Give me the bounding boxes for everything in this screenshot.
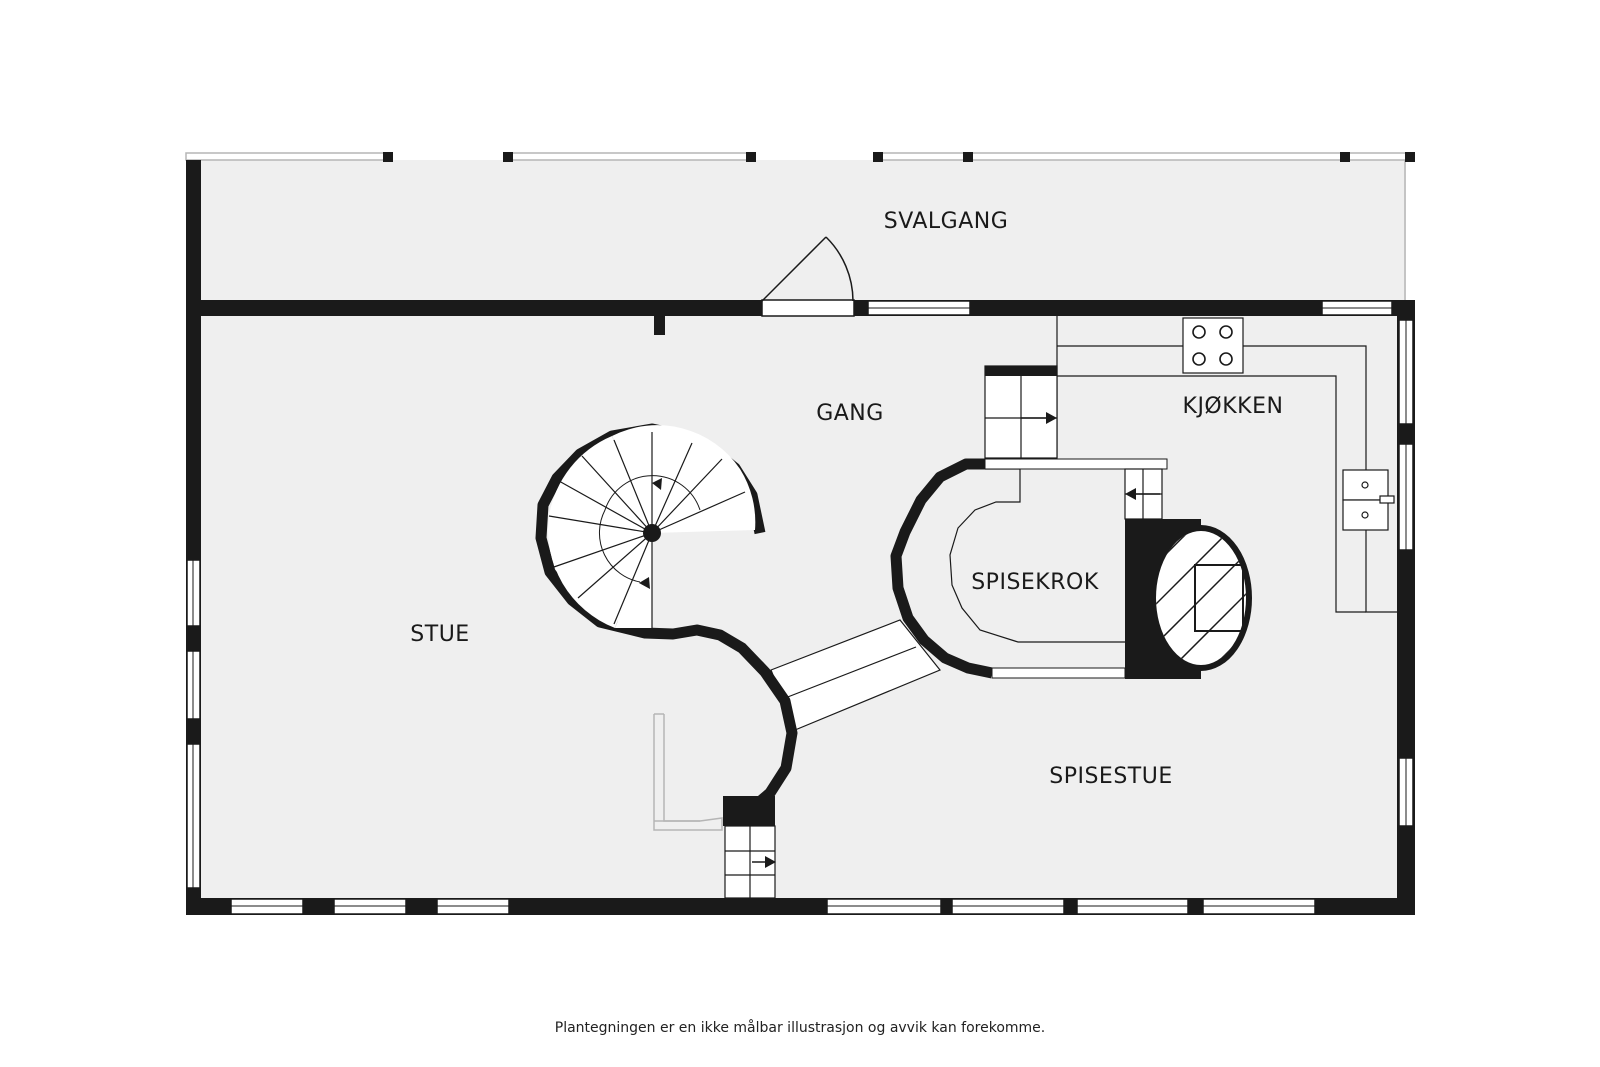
fireplace [1125, 519, 1252, 679]
balcony-floor [201, 160, 1406, 300]
room-label-gang: GANG [816, 401, 884, 426]
stue-railing-inner [663, 714, 700, 822]
spiral-stair [548, 425, 756, 628]
disclaimer-text: Plantegningen er en ikke målbar illustra… [554, 1020, 1046, 1036]
spisekrok-wall [890, 458, 994, 679]
sink [1342, 469, 1395, 531]
room-label-kjokken: KJØKKEN [1183, 394, 1284, 419]
balcony-door [761, 236, 855, 317]
stue-railing [653, 714, 723, 831]
cooktop [1182, 317, 1244, 374]
room-label-stue: STUE [410, 622, 469, 647]
spisekrok-rail-top [984, 458, 1168, 470]
room-label-spisekrok: SPISEKROK [971, 570, 1099, 595]
window-mullions [192, 307, 1407, 907]
spisekrok-stair [1124, 468, 1163, 520]
stair-landing-block [723, 796, 775, 826]
room-label-spisestue: SPISESTUE [1049, 764, 1173, 789]
bottom-stair [724, 825, 776, 899]
spisekrok-inner-line [949, 468, 1125, 643]
balcony-posts [383, 152, 1415, 162]
room-label-svalgang: SVALGANG [884, 209, 1009, 234]
kitchen-stair [984, 365, 1058, 459]
spisekrok-rail-bottom [991, 667, 1126, 679]
